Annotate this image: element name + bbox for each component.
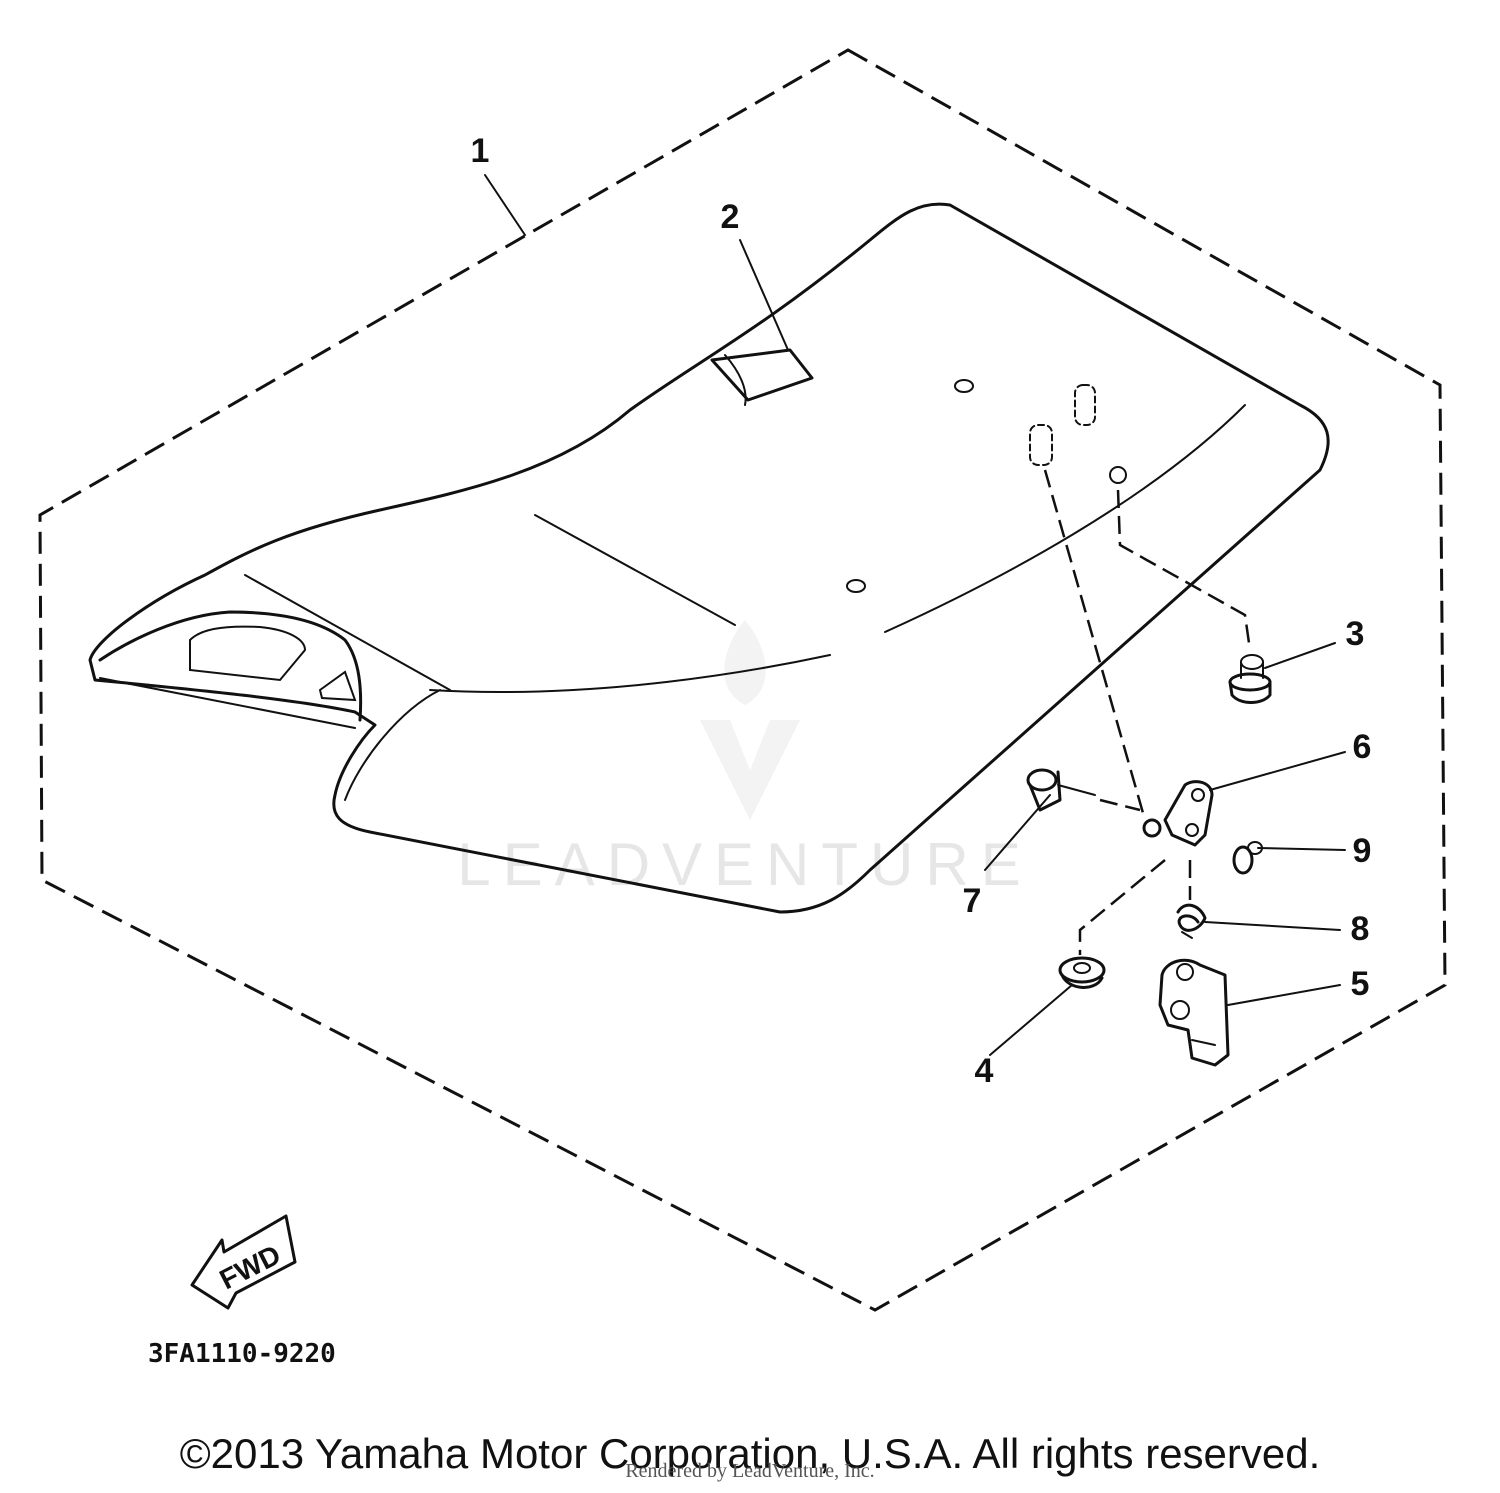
- forward-arrow-icon: FWD: [190, 1214, 297, 1310]
- callout-8: 8: [1351, 910, 1370, 948]
- spring-part-8: [1176, 903, 1207, 939]
- bolt-part-7: [1026, 768, 1096, 812]
- leadventure-watermark-logo: [700, 620, 800, 820]
- rendered-by-credit: Rendered by LeadVenture, Inc.: [625, 1460, 875, 1482]
- callout-3: 3: [1346, 615, 1365, 653]
- lock-base-part-5: [1158, 958, 1230, 1067]
- callout-7: 7: [963, 882, 982, 920]
- damper-part-4: [1058, 956, 1106, 989]
- callout-1: 1: [471, 132, 490, 170]
- assembly-boundary: [38, 48, 1447, 1312]
- small-nut: [1142, 818, 1162, 838]
- diagram-code: 3FA1110-9220: [148, 1339, 336, 1369]
- assembly-leader-7: [1099, 798, 1141, 812]
- assembly-leader-bolt: [1043, 469, 1147, 821]
- copyright-notice: ©2013 Yamaha Motor Corporation, U.S.A. A…: [179, 1430, 1321, 1477]
- seat-part-1: [88, 202, 1330, 914]
- seat-strap-part-2: [710, 348, 814, 406]
- callout-4: 4: [975, 1052, 994, 1090]
- watermark-text: LEADVENTURE: [457, 831, 1032, 898]
- callout-9: 9: [1353, 832, 1372, 870]
- damper-part-3: [1228, 654, 1272, 704]
- callout-5: 5: [1351, 965, 1370, 1003]
- assembly-leader-4: [1078, 859, 1166, 955]
- callout-2: 2: [721, 198, 740, 236]
- assembly-leader-3: [1116, 489, 1252, 651]
- washer-part-9: [1232, 841, 1263, 875]
- callout-leaders: [484, 174, 1346, 1056]
- callout-6: 6: [1353, 728, 1372, 766]
- bracket-part-6: [1163, 780, 1214, 847]
